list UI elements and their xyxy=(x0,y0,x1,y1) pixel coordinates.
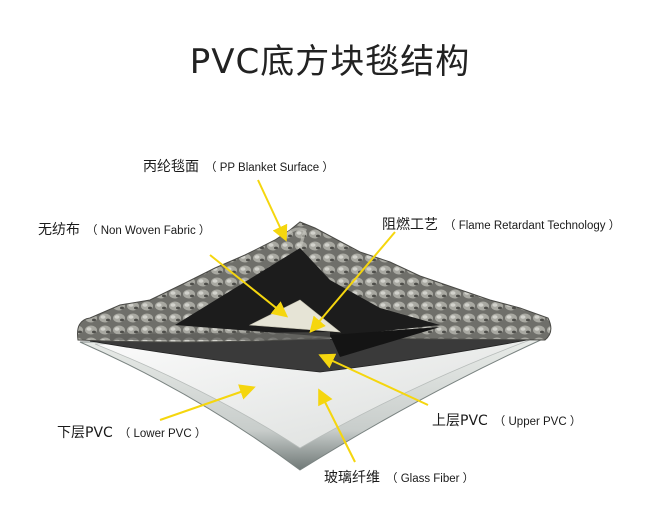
flame-retardant-layer xyxy=(330,327,440,357)
label-pp-surface-cn: 丙纶毯面 xyxy=(143,159,199,175)
label-lower-pvc-en: （ Lower PVC ） xyxy=(118,428,207,440)
label-lower-pvc: 下层PVC （ Lower PVC ） xyxy=(57,422,206,442)
label-non-woven-en: （ Non Woven Fabric ） xyxy=(86,225,211,237)
label-flame-cn: 阻燃工艺 xyxy=(382,217,438,233)
label-flame-en: （ Flame Retardant Technology ） xyxy=(444,220,621,232)
backing-dark-face xyxy=(175,248,440,337)
page-title: PVC底方块毯结构 xyxy=(189,42,471,82)
label-upper-pvc-cn: 上层PVC xyxy=(432,413,488,429)
label-flame: 阻燃工艺 （ Flame Retardant Technology ） xyxy=(382,214,620,234)
label-upper-pvc-en: （ Upper PVC ） xyxy=(493,416,582,428)
arrow-non-woven xyxy=(209,254,289,318)
label-non-woven-cn: 无纺布 xyxy=(38,222,80,238)
label-glass-fiber-en: （ Glass Fiber ） xyxy=(386,473,475,485)
label-upper-pvc: 上层PVC （ Upper PVC ） xyxy=(432,410,581,430)
label-lower-pvc-cn: 下层PVC xyxy=(57,425,113,441)
glass-fiber-layer xyxy=(94,339,531,449)
arrow-pp-surface xyxy=(257,179,288,242)
label-glass-fiber-cn: 玻璃纤维 xyxy=(324,470,380,486)
arrow-upper-pvc xyxy=(318,353,429,406)
label-glass-fiber: 玻璃纤维 （ Glass Fiber ） xyxy=(324,467,474,487)
label-non-woven: 无纺布 （ Non Woven Fabric ） xyxy=(38,219,210,239)
arrow-lower-pvc xyxy=(159,384,256,421)
arrow-flame xyxy=(309,231,396,334)
upper-pvc-layer xyxy=(89,337,539,373)
label-pp-surface-en: （ PP Blanket Surface ） xyxy=(205,162,334,174)
arrow-glass-fiber xyxy=(318,388,356,463)
label-pp-surface: 丙纶毯面 （ PP Blanket Surface ） xyxy=(143,156,334,176)
